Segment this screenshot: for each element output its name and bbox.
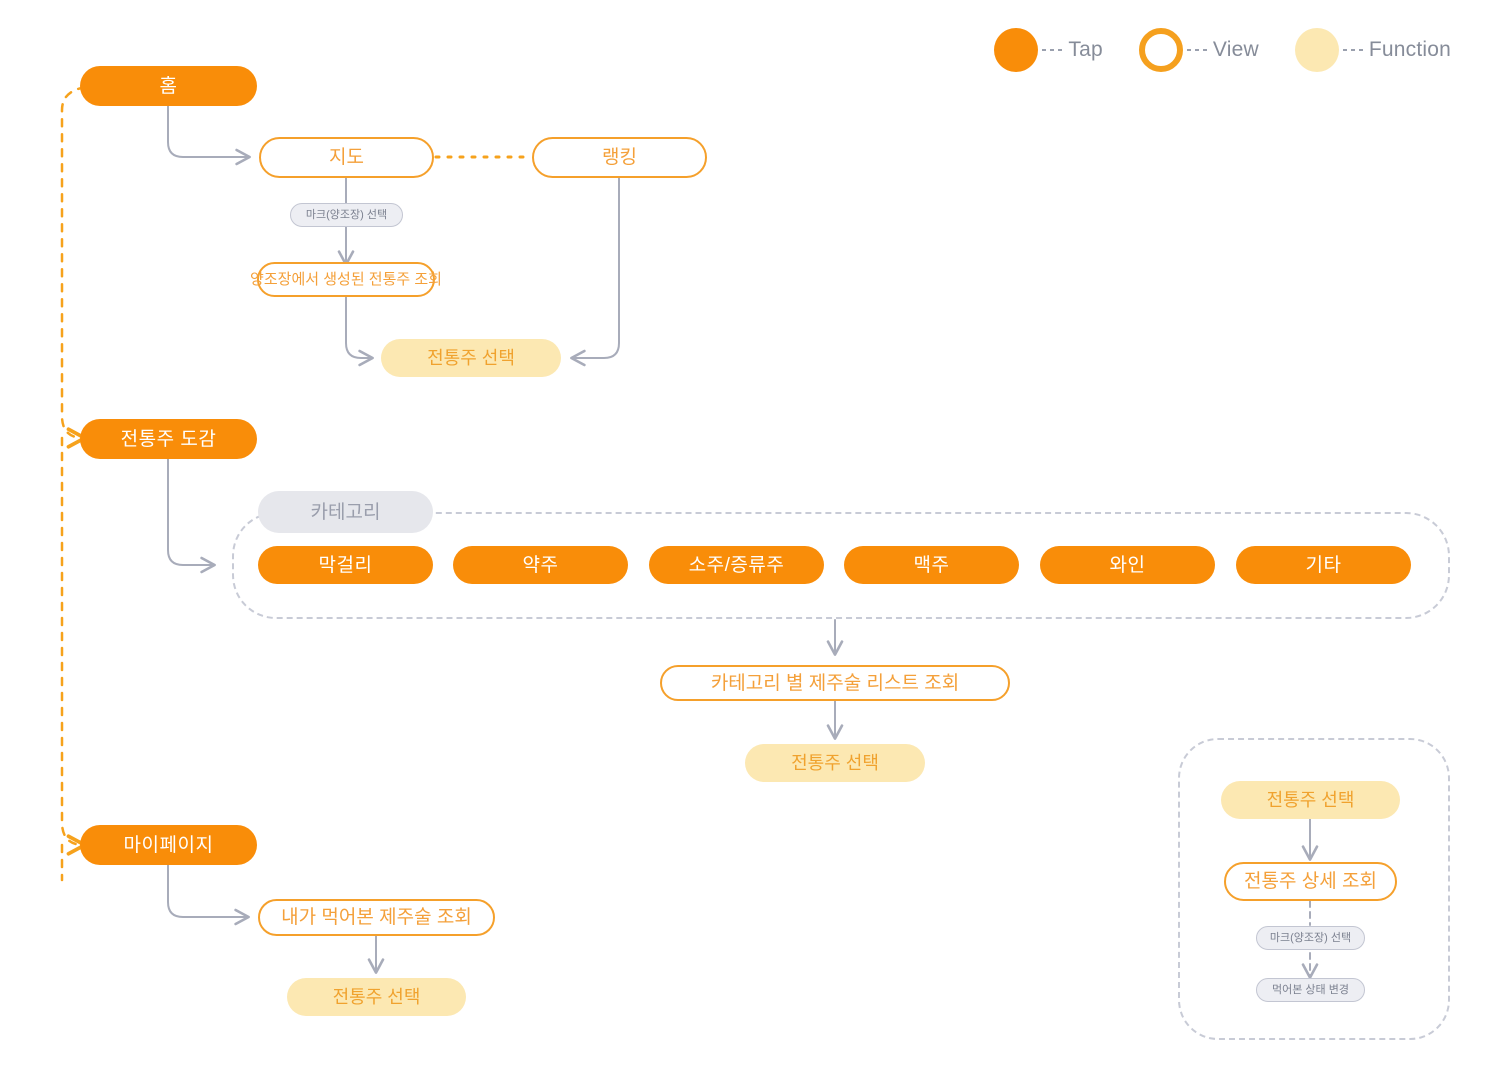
node-liquor-detail-view[interactable]: 전통주 상세 조회 <box>1224 862 1397 901</box>
node-label: 마이페이지 <box>123 834 214 856</box>
legend-dot-connector <box>1342 49 1367 51</box>
node-ranking[interactable]: 랭킹 <box>532 137 707 178</box>
node-mypage[interactable]: 마이페이지 <box>80 825 257 865</box>
node-select-liquor-encyclopedia[interactable]: 전통주 선택 <box>745 744 925 782</box>
category-button-etc[interactable]: 기타 <box>1236 546 1411 584</box>
legend-label-view: View <box>1212 38 1259 61</box>
legend-label-tap: Tap <box>1068 38 1103 61</box>
action-mark-select-map[interactable]: 마크(양조장) 선택 <box>290 203 403 227</box>
chip-category: 카테고리 <box>258 491 433 533</box>
category-button-wine[interactable]: 와인 <box>1040 546 1215 584</box>
action-change-tasted-state[interactable]: 먹어본 상태 변경 <box>1256 978 1365 1002</box>
node-select-liquor-home[interactable]: 전통주 선택 <box>381 339 561 377</box>
node-home[interactable]: 홈 <box>80 66 257 106</box>
node-label: 전통주 도감 <box>120 428 217 450</box>
node-select-liquor-detail[interactable]: 전통주 선택 <box>1221 781 1400 819</box>
legend-item-function: Function <box>1294 28 1451 72</box>
category-button-yakju[interactable]: 약주 <box>453 546 628 584</box>
action-mark-select-detail[interactable]: 마크(양조장) 선택 <box>1256 926 1365 950</box>
action-label: 먹어본 상태 변경 <box>1272 983 1349 996</box>
category-button-makgeolli[interactable]: 막걸리 <box>258 546 433 584</box>
node-category-liquor-list[interactable]: 카테고리 별 제주술 리스트 조회 <box>660 665 1010 701</box>
node-my-tasted-list[interactable]: 내가 먹어본 제주술 조회 <box>258 899 495 936</box>
category-label: 막걸리 <box>318 554 373 576</box>
legend-label-function: Function <box>1368 38 1451 61</box>
legend-item-tap: Tap <box>994 28 1103 72</box>
action-label: 마크(양조장) 선택 <box>1269 931 1352 944</box>
legend-item-view: View <box>1138 28 1259 72</box>
light-circle-icon <box>1294 28 1339 72</box>
detail-group-container <box>1178 738 1450 1040</box>
node-label: 지도 <box>329 147 364 168</box>
category-label: 와인 <box>1109 554 1146 576</box>
node-label: 전통주 상세 조회 <box>1244 871 1377 892</box>
node-label: 양조장에서 생성된 전통주 조회 <box>250 271 442 288</box>
node-label: 홈 <box>159 75 178 97</box>
node-label: 내가 먹어본 제주술 조회 <box>281 907 472 928</box>
category-group-container <box>232 512 1450 619</box>
node-map[interactable]: 지도 <box>259 137 434 178</box>
node-encyclopedia[interactable]: 전통주 도감 <box>80 419 257 459</box>
action-label: 마크(양조장) 선택 <box>305 208 388 221</box>
node-label: 전통주 선택 <box>427 348 515 368</box>
legend-dot-connector <box>1186 49 1211 51</box>
legend: Tap View Function <box>994 28 1451 72</box>
node-label: 랭킹 <box>602 147 637 168</box>
category-label: 맥주 <box>913 554 950 576</box>
legend-dot-connector <box>1042 49 1067 51</box>
category-label: 기타 <box>1305 554 1342 576</box>
node-label: 전통주 선택 <box>1266 790 1355 810</box>
category-button-beer[interactable]: 맥주 <box>844 546 1019 584</box>
category-label: 소주/증류주 <box>688 554 785 576</box>
node-label: 카테고리 별 제주술 리스트 조회 <box>710 672 960 694</box>
category-label: 약주 <box>522 554 559 576</box>
node-label: 전통주 선택 <box>332 987 421 1007</box>
node-label: 전통주 선택 <box>791 753 879 773</box>
chip-label: 카테고리 <box>310 501 381 523</box>
node-brewery-liquor-list[interactable]: 양조장에서 생성된 전통주 조회 <box>250 262 442 297</box>
node-select-liquor-mypage[interactable]: 전통주 선택 <box>287 978 466 1016</box>
category-button-soju[interactable]: 소주/증류주 <box>649 546 824 584</box>
ring-circle-icon <box>1138 28 1183 72</box>
filled-circle-icon <box>994 28 1039 72</box>
